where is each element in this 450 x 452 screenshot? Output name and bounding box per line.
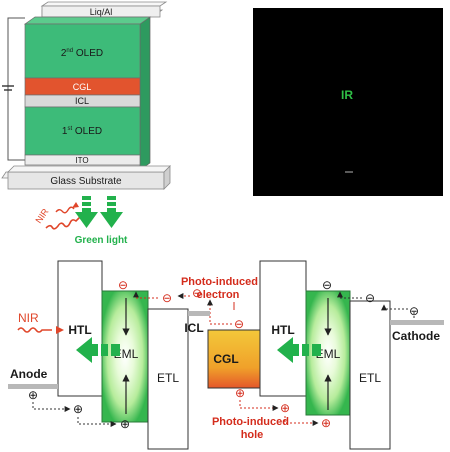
- label-anode: Anode: [10, 367, 48, 381]
- label-nir-stack: NIR: [33, 206, 50, 225]
- emission-photo: IR: [253, 8, 443, 196]
- label-liq-al: Liq/Al: [90, 7, 113, 17]
- right-eml-label: EML: [316, 347, 341, 361]
- right-etl-block: [349, 300, 391, 450]
- hole-path-cgl: [239, 400, 279, 411]
- nir-input-band: NIR: [17, 311, 64, 334]
- right-etl-label: ETL: [359, 371, 381, 385]
- left-eml-electron-symbol: ⊖: [118, 278, 128, 292]
- layer-icl: ICL: [24, 94, 141, 108]
- hole-path-htl: [284, 416, 319, 426]
- electron-path-etl: [133, 291, 158, 299]
- label-icl: ICL: [75, 96, 89, 106]
- label-photo-hole: Photo-induced hole: [212, 416, 292, 441]
- electron-path-cathode: [384, 305, 415, 318]
- label-green-light: Green light: [75, 235, 128, 246]
- right-etl-electron-symbol: ⊖: [365, 291, 375, 305]
- label-photo-electron: Photo-induced electron: [181, 276, 261, 301]
- anode-hole-path: [32, 402, 71, 412]
- label-glass-substrate: Glass Substrate: [50, 176, 122, 187]
- left-emission-arrow: [76, 337, 120, 363]
- left-eml-hole-symbol: ⊕: [120, 417, 130, 431]
- label-cgl-band: CGL: [213, 352, 238, 366]
- cgl-block: [207, 329, 261, 389]
- htl-hole-symbol: ⊕: [73, 402, 83, 416]
- left-etl-electron-symbol: ⊖: [162, 291, 172, 305]
- label-cgl: CGL: [73, 82, 92, 92]
- right-emission-arrow: [277, 337, 321, 363]
- right-eml-electron-symbol: ⊖: [322, 278, 332, 292]
- photo-ir-label: IR: [341, 88, 353, 102]
- right-htl-label: HTL: [271, 323, 294, 337]
- icl-bar: [188, 311, 210, 316]
- electron-path-cgl: [207, 299, 232, 325]
- label-2nd-oled: 2nd OLED: [61, 48, 103, 59]
- right-htl-hole-symbol: ⊕: [280, 401, 290, 415]
- photo-artifact: [345, 171, 353, 173]
- nir-input-wave: NIR: [33, 202, 81, 230]
- layer-ito: ITO: [24, 154, 141, 166]
- label-icl-band: ICL: [184, 321, 203, 335]
- left-etl-label: ETL: [157, 371, 179, 385]
- layer-1st-oled: 1st OLED: [24, 106, 141, 156]
- band-diagram: HTL EML ETL NIR Anode ⊕ ⊕ ⊕ ⊖: [8, 260, 444, 450]
- cathode-bar: [390, 320, 444, 325]
- stack-side-face: [139, 16, 151, 171]
- left-htl-label: HTL: [68, 323, 91, 337]
- green-light-arrows: [75, 196, 123, 228]
- label-ito: ITO: [75, 156, 88, 165]
- right-eml-hole-symbol: ⊕: [321, 416, 331, 430]
- anode-bar: [8, 384, 58, 389]
- layer-liq-al: Liq/Al: [40, 1, 168, 18]
- label-1st-oled: 1st OLED: [62, 126, 102, 137]
- left-etl-block: [147, 308, 189, 450]
- cathode-electron-symbol: ⊖: [409, 304, 419, 318]
- anode-hole-symbol: ⊕: [28, 388, 38, 402]
- device-stack: Liq/Al 2nd OLED CGL ICL 1st OLED ITO: [1, 1, 171, 246]
- icl-electron-symbol: ⊖: [192, 286, 202, 300]
- electron-path-right-etl: [337, 291, 362, 299]
- layer-2nd-oled: 2nd OLED: [23, 16, 152, 79]
- label-cathode: Cathode: [392, 329, 440, 343]
- right-htl-block: [259, 260, 307, 397]
- cgl-electron-symbol: ⊖: [234, 317, 244, 331]
- cgl-hole-symbol: ⊕: [235, 386, 245, 400]
- layer-cgl: CGL: [24, 77, 141, 96]
- label-nir-band: NIR: [18, 311, 39, 325]
- htl-hole-path: [77, 417, 117, 427]
- circuit-wire: [7, 17, 25, 161]
- layer-glass-substrate: Glass Substrate: [1, 165, 171, 190]
